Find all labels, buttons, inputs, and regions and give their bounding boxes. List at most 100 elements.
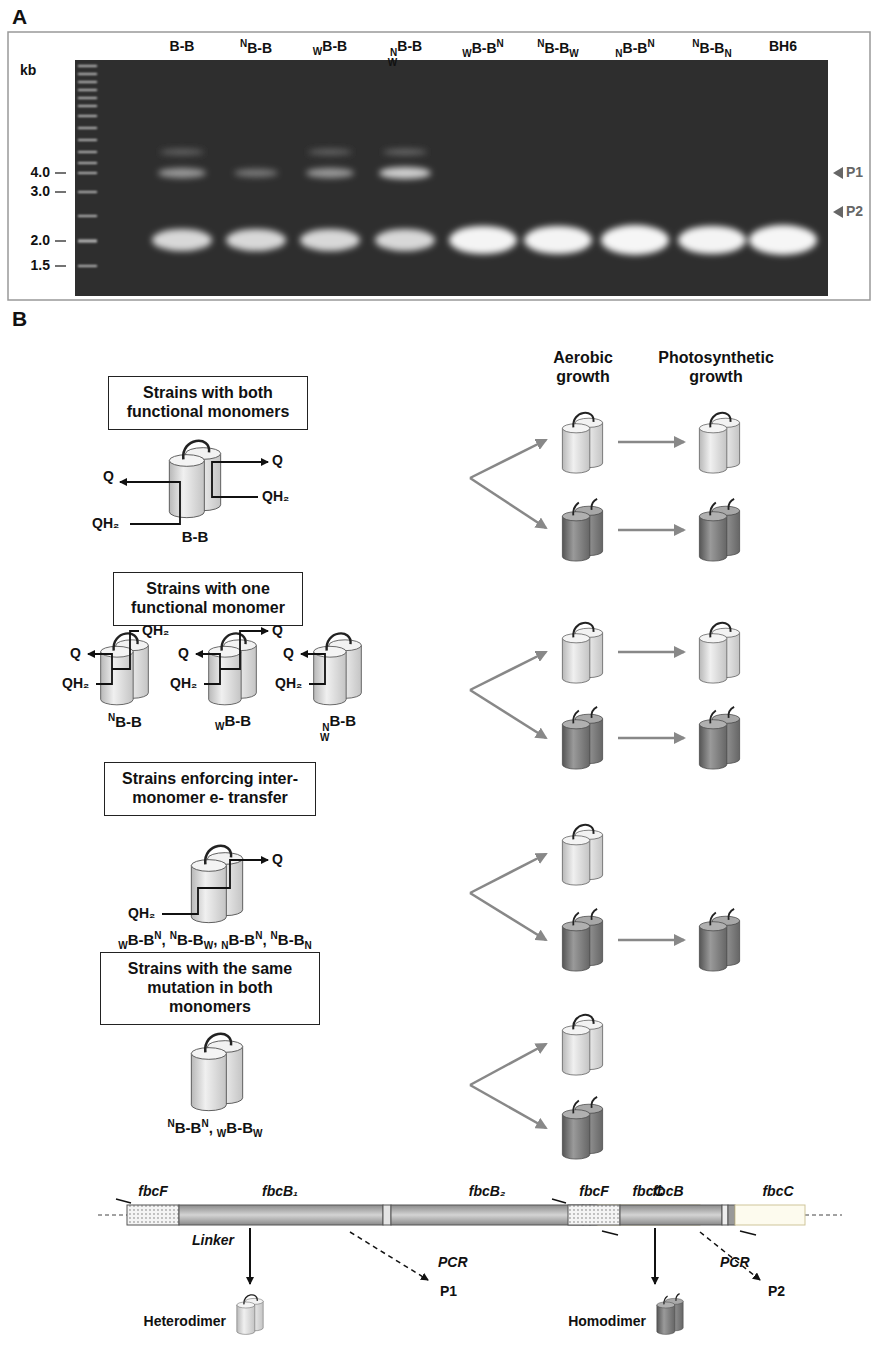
band-label: P1 xyxy=(846,164,863,181)
pcr-label: PCR xyxy=(720,1254,750,1271)
label-text: PCR xyxy=(720,1254,750,1270)
label-text: N xyxy=(305,940,312,951)
axis-unit: kb xyxy=(20,62,36,79)
label-text: W xyxy=(569,48,578,59)
label-text: B-B xyxy=(224,712,251,729)
product-label: P2 xyxy=(768,1283,785,1300)
label-text: W xyxy=(215,721,224,732)
label-text: Linker xyxy=(192,1232,234,1248)
category-box: Strains with both functional monomers xyxy=(108,376,308,430)
size-marker: 2.0 xyxy=(31,232,50,249)
label-text: W xyxy=(320,733,329,743)
label-text: W xyxy=(462,48,471,59)
quinone-label: QH₂ xyxy=(170,675,197,692)
lane-label: B-B xyxy=(170,38,195,55)
label-text: , xyxy=(162,931,166,948)
label-text: P1 xyxy=(440,1283,457,1299)
size-marker: 3.0 xyxy=(31,183,50,200)
gene-name: fbcC xyxy=(762,1183,793,1200)
lane-label: NB-BN xyxy=(615,38,654,60)
label-text: B-B xyxy=(229,931,256,948)
label-text: Q xyxy=(70,645,81,661)
label-text: QH₂ xyxy=(262,488,289,504)
label-text: fbcB₁ xyxy=(262,1183,298,1199)
quinone-label: Q xyxy=(178,645,189,662)
label-text: fbcC xyxy=(762,1183,793,1199)
label-text: W xyxy=(204,940,213,951)
label-text: QH₂ xyxy=(275,675,302,691)
quinone-label: Q xyxy=(272,851,283,868)
label-text: 2.0 xyxy=(31,232,50,248)
lane-label: NB-B xyxy=(240,38,272,57)
label-text: Homodimer xyxy=(568,1313,646,1329)
box-text: Strains with the same mutation in both m… xyxy=(109,959,311,1017)
strain-name: NWB-B xyxy=(320,712,356,743)
label-text: Heterodimer xyxy=(144,1313,226,1329)
label-text: BH6 xyxy=(769,38,797,54)
label-text: B-B xyxy=(226,1119,253,1136)
quinone-label: Q xyxy=(70,645,81,662)
label-text: N xyxy=(221,940,228,951)
strain-name: B-B xyxy=(182,528,209,546)
label-text: B-B xyxy=(544,40,569,56)
label-text: Q xyxy=(283,645,294,661)
label-text: fbcB xyxy=(652,1183,683,1199)
label-text: N xyxy=(322,723,329,733)
script-stack: NW xyxy=(320,723,329,743)
gene-name: fbcB xyxy=(652,1183,683,1200)
label-text: Q xyxy=(103,468,114,484)
label-text: W xyxy=(217,1128,226,1139)
column-header: Photosynthetic growth xyxy=(651,348,781,386)
quinone-label: Q xyxy=(272,452,283,469)
label-text: fbcB₂ xyxy=(469,1183,505,1199)
label-text: 1.5 xyxy=(31,257,50,273)
label-text: , xyxy=(209,1119,213,1136)
label-text: fbcF xyxy=(138,1183,168,1199)
label-text: Q xyxy=(272,851,283,867)
label-text: N xyxy=(201,1118,208,1129)
label-text: N xyxy=(170,930,177,941)
label-text: B-B xyxy=(170,38,195,54)
label-text: N xyxy=(537,38,544,49)
label-text: W xyxy=(388,58,397,68)
box-text: Strains enforcing inter-monomer e- trans… xyxy=(113,769,307,807)
label-text: B-B xyxy=(182,528,209,545)
quinone-label: QH₂ xyxy=(128,905,155,922)
label-text: PCR xyxy=(438,1254,468,1270)
label-text: B-B xyxy=(472,40,497,56)
label-text: B-B xyxy=(322,38,347,54)
label-text: W xyxy=(118,940,127,951)
size-marker: 4.0 xyxy=(31,164,50,181)
box-text: Strains with one functional monomer xyxy=(122,579,294,617)
label-text: QH₂ xyxy=(92,515,119,531)
label-text: B-B xyxy=(115,713,142,730)
lane-label: NB-BW xyxy=(537,38,579,60)
label-text: N xyxy=(108,712,115,723)
label-text: B-B xyxy=(177,931,204,948)
gene-name: fbcF xyxy=(138,1183,168,1200)
label-text: P2 xyxy=(768,1283,785,1299)
script-stack: NW xyxy=(388,48,397,68)
quinone-label: Q xyxy=(103,468,114,485)
label-text: W xyxy=(253,1128,262,1139)
label-text: P2 xyxy=(846,203,863,219)
quinone-label: Q xyxy=(283,645,294,662)
label-text: N xyxy=(615,48,622,59)
quinone-label: QH₂ xyxy=(275,675,302,692)
label-text: Q xyxy=(178,645,189,661)
lane-label: NWB-B xyxy=(388,38,422,68)
category-box: Strains with one functional monomer xyxy=(113,572,303,626)
band-label: P2 xyxy=(846,203,863,220)
strain-name: NB-BN,WB-BW xyxy=(168,1118,263,1140)
label-text: Aerobic growth xyxy=(553,349,613,385)
lane-label: WB-BN xyxy=(462,38,504,60)
label-text: B-B xyxy=(278,931,305,948)
quinone-label: QH₂ xyxy=(62,675,89,692)
lane-label: BH6 xyxy=(769,38,797,55)
strain-name: WB-BN,NB-BW,NB-BN,NB-BN xyxy=(118,930,312,952)
label-text: N xyxy=(154,930,161,941)
panel-letter: A xyxy=(12,4,27,29)
label-text: N xyxy=(647,38,654,49)
label-text: QH₂ xyxy=(128,905,155,921)
label-text: , xyxy=(262,931,266,948)
